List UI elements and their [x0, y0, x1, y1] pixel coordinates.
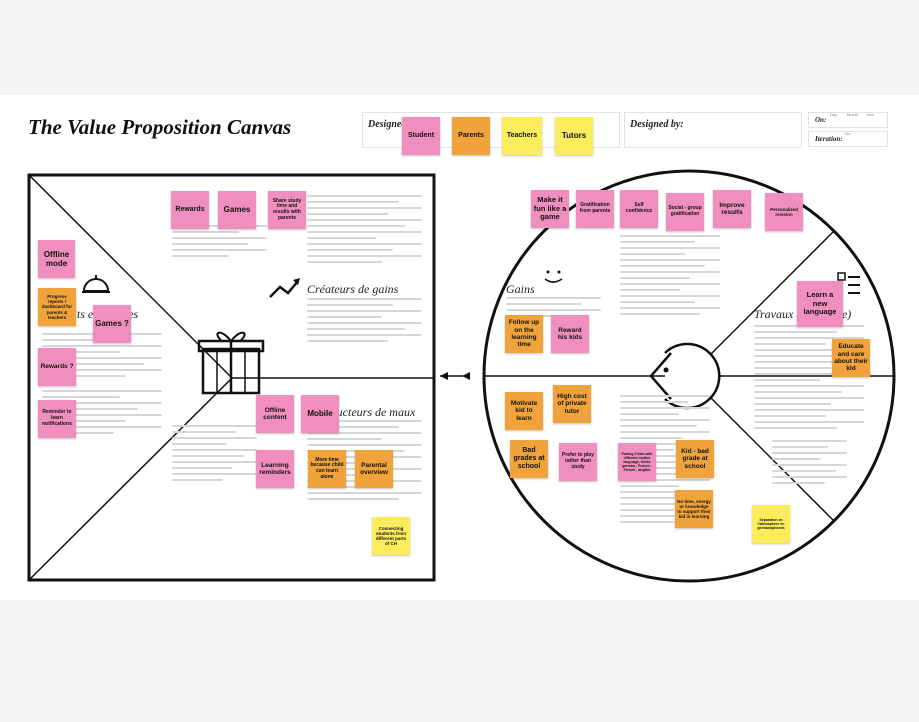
sticky-note-mobile[interactable]: Mobile [301, 395, 339, 433]
sticky-note-progress-reports[interactable]: Progress reports / dashboard for parents… [38, 288, 76, 326]
date-year: Year [866, 112, 875, 117]
sticky-note-no-time[interactable]: No time, energy or knowledge to support … [675, 490, 713, 528]
sticky-note-improve-results[interactable]: Improve results [713, 190, 751, 228]
pains-text [620, 395, 710, 527]
iteration-label: Iteration: [815, 135, 843, 143]
sticky-note-games-top[interactable]: Games [218, 191, 256, 229]
sticky-note-separation[interactable]: Séparation en l'atmosphère en germanopho… [752, 505, 790, 543]
gain-creators-label: Créateurs de gains [307, 282, 399, 296]
sticky-note-high-cost[interactable]: High cost of private tutor [553, 385, 591, 423]
sticky-note-more-time[interactable]: More time because child can learn alone [308, 450, 346, 488]
iteration-box[interactable] [808, 131, 888, 147]
canvas-shapes [27, 169, 896, 583]
on-label: On: [815, 116, 827, 124]
sticky-note-kid-bad[interactable]: Kid - bad grade at school [676, 440, 714, 478]
sticky-note-reward-kids[interactable]: Reward his kids [551, 315, 589, 353]
sticky-note-parental-overview[interactable]: Parental overview [355, 450, 393, 488]
whiteboard[interactable]: The Value Proposition Canvas Designed De… [0, 95, 919, 600]
gains-label: Gains [506, 282, 535, 296]
date-month: Month [847, 112, 859, 117]
sticky-note-social-group[interactable]: Social - group gratification [666, 193, 704, 231]
sticky-note-teachers[interactable]: Teachers [502, 117, 542, 155]
iteration-no: No. [845, 131, 852, 136]
pains-text-2 [772, 440, 847, 488]
gain-creators-text-3 [172, 225, 267, 261]
designed-for-label: Designed [368, 119, 407, 130]
sticky-note-games-q[interactable]: Games ? [93, 305, 131, 343]
sticky-note-connecting[interactable]: Connecting students from different parts… [372, 517, 410, 555]
jobs-text [754, 325, 864, 433]
sticky-note-self-confidence[interactable]: Self confidence [620, 190, 658, 228]
designed-by-box[interactable] [624, 112, 802, 148]
sticky-note-educate[interactable]: Educate and care about their kid [832, 339, 870, 377]
canvas-title: The Value Proposition Canvas [28, 115, 292, 139]
sticky-note-offline-mode[interactable]: Offline mode [38, 240, 75, 278]
sticky-note-bad-grades[interactable]: Bad grades at school [510, 440, 548, 478]
designed-by-label: Designed by: [630, 119, 684, 130]
sticky-note-prefer-play[interactable]: Prefer to play rather than study [559, 443, 597, 481]
sticky-note-pairing[interactable]: Pairing 2 kids with different mother lan… [618, 443, 656, 481]
sticky-note-rewards-top[interactable]: Rewards [171, 191, 209, 229]
sticky-note-learning-reminders[interactable]: Learning reminders [256, 450, 294, 488]
sticky-note-reminder[interactable]: Reminder to learn notifications [38, 400, 76, 438]
top-band [0, 0, 919, 95]
sticky-note-motivate[interactable]: Motivate kid to learn [505, 392, 543, 430]
sticky-note-parents[interactable]: Parents [452, 117, 490, 155]
sticky-note-learn-language[interactable]: Learn a new language [797, 281, 843, 327]
bottom-band [0, 600, 919, 722]
sticky-note-offline-content[interactable]: Offline content [256, 395, 294, 433]
sticky-note-make-fun[interactable]: Make it fun like a game [531, 190, 569, 228]
sticky-note-rewards-q[interactable]: Rewards ? [38, 348, 76, 386]
gain-creators-text-2 [307, 298, 422, 346]
pain-relievers-label: Réducteurs de maux [318, 405, 416, 419]
sticky-note-share-study[interactable]: Share study time and results with parent… [268, 191, 306, 229]
date-box[interactable] [808, 112, 888, 128]
pain-relievers-text-2 [172, 425, 257, 485]
sticky-note-gratification[interactable]: Gratification from parents [576, 190, 614, 228]
sticky-note-student[interactable]: Student [402, 117, 440, 155]
sticky-note-personalized[interactable]: Personalized revision [765, 193, 803, 231]
gains-text-2 [620, 235, 720, 319]
sticky-note-tutors[interactable]: Tutors [555, 117, 593, 155]
sticky-note-follow-up[interactable]: Follow up on the learning time [505, 315, 543, 353]
products-text-2 [42, 390, 162, 438]
date-day: Day [830, 112, 838, 117]
gain-creators-text [307, 195, 422, 267]
